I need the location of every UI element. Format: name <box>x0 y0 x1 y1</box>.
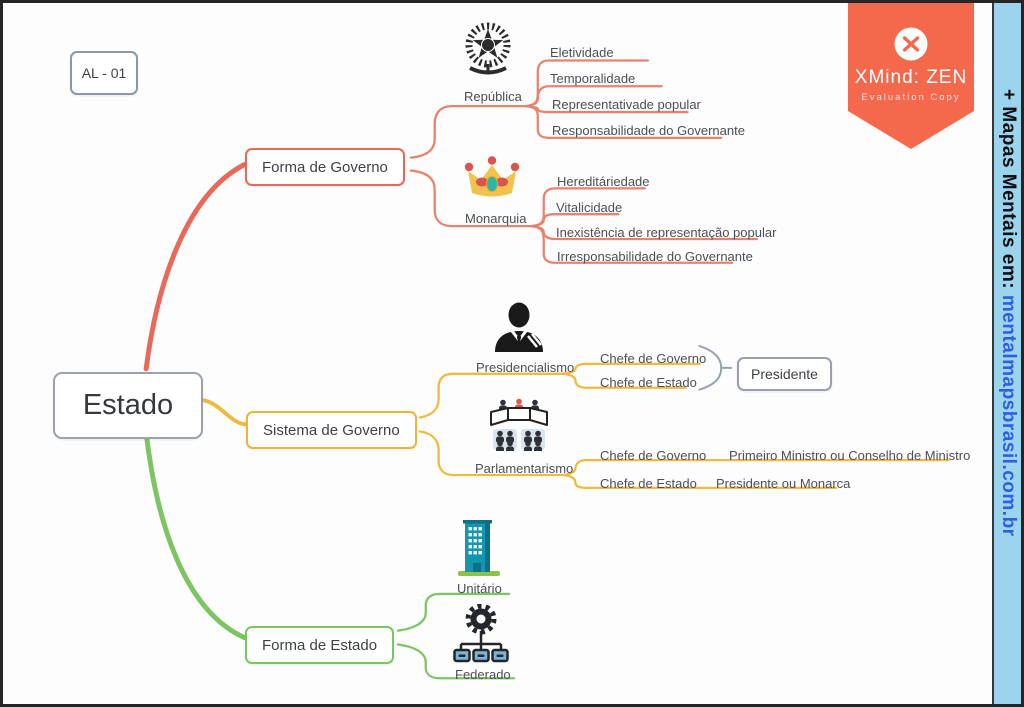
topic-vitalicidade[interactable]: Vitalicidade <box>556 201 622 215</box>
side-ad-url: mentalmapsbrasil.com.br <box>998 294 1019 537</box>
topic-hereditariedade[interactable]: Hereditáriedade <box>557 175 650 189</box>
branch-forma-de-estado[interactable]: Forma de Estado <box>245 626 395 664</box>
topic-chefe-governo-pres[interactable]: Chefe de Governo <box>600 352 706 366</box>
crown-icon <box>464 156 520 197</box>
topic-label: Parlamentarismo <box>475 461 574 476</box>
topic-responsabilidade-governante[interactable]: Responsabilidade do Governante <box>552 124 745 138</box>
brazil-coat-of-arms-icon <box>465 22 511 75</box>
topic-label: República <box>464 89 522 104</box>
branch-label: Forma de Estado <box>262 636 378 654</box>
sistema-governo-subconnectors <box>418 362 950 489</box>
topic-presidente-ou-monarca[interactable]: Presidente ou Monarca <box>716 477 850 491</box>
branch-label: Sistema de Governo <box>263 421 400 439</box>
topic-label: Chefe de Estado <box>600 476 697 491</box>
topic-label: Responsabilidade do Governante <box>552 123 745 138</box>
topic-parlamentarismo[interactable]: Parlamentarismo <box>475 462 573 476</box>
topic-irresponsabilidade-governante[interactable]: Irresponsabilidade do Governante <box>557 250 753 264</box>
topic-chefe-estado-parl[interactable]: Chefe de Estado <box>600 477 697 491</box>
topic-chefe-governo-parl[interactable]: Chefe de Governo <box>600 449 706 463</box>
topic-label: Inexistência de representação popular <box>556 225 777 240</box>
building-icon <box>458 520 500 576</box>
topic-monarquia[interactable]: Monarquia <box>465 212 526 226</box>
topic-label: Monarquia <box>465 211 527 226</box>
topic-federado[interactable]: Federado <box>455 668 511 682</box>
topic-label: Temporalidade <box>550 71 636 86</box>
topic-label: Hereditáriedade <box>557 174 650 189</box>
parliament-icon <box>490 398 548 451</box>
side-ad-text: + Mapas Mentais em: mentalmapsbrasil.com… <box>997 89 1019 537</box>
topic-label: Primeiro Ministro ou Conselho de Ministr… <box>729 448 971 463</box>
xmind-logo-icon <box>894 27 928 61</box>
org-network-icon <box>453 604 509 663</box>
topic-label: Vitalicidade <box>556 200 623 215</box>
xmind-evaluation-note: Evaluation Copy <box>861 92 961 103</box>
xmind-app-name: XMind: ZEN <box>854 67 968 88</box>
branch-red-curve <box>143 162 247 372</box>
branch-green-curve <box>143 429 247 641</box>
branch-forma-de-governo[interactable]: Forma de Governo <box>245 148 405 186</box>
topic-chefe-estado-pres[interactable]: Chefe de Estado <box>600 376 697 390</box>
badge-text: AL - 01 <box>81 65 127 81</box>
topic-label: Presidencialismo <box>476 360 575 375</box>
topic-unitario[interactable]: Unitário <box>457 582 502 596</box>
topic-label: Eletividade <box>550 45 614 60</box>
forma-governo-subconnectors <box>409 59 759 264</box>
topic-label: Unitário <box>457 581 502 596</box>
businessman-icon <box>495 302 543 352</box>
root-topic-estado[interactable]: Estado <box>53 372 203 439</box>
topic-label: Chefe de Governo <box>600 351 707 366</box>
summary-label: Presidente <box>751 366 818 382</box>
root-topic-label: Estado <box>82 389 174 421</box>
topic-label: Federado <box>455 667 511 682</box>
topic-label: Chefe de Governo <box>600 448 707 463</box>
topic-eletividade[interactable]: Eletividade <box>550 46 614 60</box>
topic-label: Presidente ou Monarca <box>716 476 851 491</box>
summary-presidente[interactable]: Presidente <box>737 357 832 391</box>
branch-label: Forma de Governo <box>262 158 388 176</box>
topic-label: Representativade popular <box>552 97 701 112</box>
side-ad-strip: + Mapas Mentais em: mentalmapsbrasil.com… <box>992 3 1021 704</box>
topic-republica[interactable]: República <box>464 90 522 104</box>
topic-temporalidade[interactable]: Temporalidade <box>550 72 635 86</box>
side-ad-prefix: + Mapas Mentais em: <box>998 89 1019 295</box>
topic-primeiro-ministro[interactable]: Primeiro Ministro ou Conselho de Ministr… <box>729 449 970 463</box>
branch-sistema-de-governo[interactable]: Sistema de Governo <box>246 411 417 449</box>
forma-estado-subconnectors <box>396 592 516 680</box>
sheet-label-badge[interactable]: AL - 01 <box>70 51 138 95</box>
branch-connectors <box>143 59 950 680</box>
topic-inexistencia-representacao[interactable]: Inexistência de representação popular <box>556 226 776 240</box>
topic-label: Chefe de Estado <box>600 375 697 390</box>
branch-yellow-curve <box>197 397 248 427</box>
topic-presidencialismo[interactable]: Presidencialismo <box>476 361 574 375</box>
topic-label: Irresponsabilidade do Governante <box>557 249 753 264</box>
topic-representativade-popular[interactable]: Representativade popular <box>552 98 701 112</box>
summary-brace <box>698 345 733 391</box>
